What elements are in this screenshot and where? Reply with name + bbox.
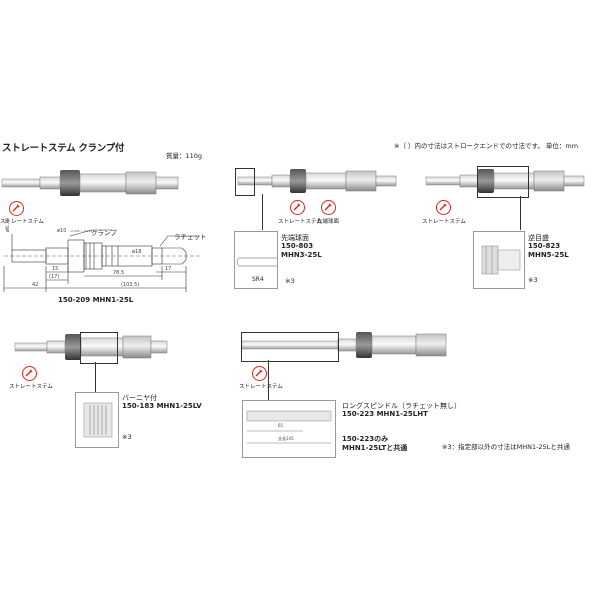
dim-stem-diameter: ø6.35 (5, 217, 11, 232)
micrometer-image-183 (14, 334, 168, 360)
section-title: ストレートステム クランプ付 (2, 143, 125, 154)
straight-stem-icon (290, 200, 305, 215)
variant-823-model: MHN5-25L (528, 251, 569, 259)
main-technical-drawing (3, 229, 200, 292)
tool-icon-glyph (439, 203, 447, 211)
leader-line-223 (268, 360, 269, 400)
dim-17-stroke: (17) (49, 274, 60, 280)
dim-barrel-diameter: ø18 (132, 249, 142, 255)
sr4-label: SR4 (252, 276, 264, 283)
variant-803-note: ※3 (285, 277, 295, 285)
tool-icon-glyph (255, 369, 263, 377)
micrometer-image-823 (425, 169, 585, 193)
footnote: ※3：指定部以外の寸法はMHN1-25Lと共通 (442, 443, 570, 451)
variant-223-label: ロングスピンドル（ラチェット無し） (342, 402, 461, 410)
tool-icon-glyph (25, 369, 33, 377)
dim-clamp-diameter: ø10 (57, 228, 67, 234)
variant-823-note: ※3 (528, 276, 538, 284)
detail-box-223 (242, 400, 336, 458)
straight-stem-icon-label: ストレートステム (422, 219, 466, 225)
dimension-note: ※（ ）内の寸法はストロークエンドでの寸法です。 単位：mm (394, 142, 579, 150)
variant-223-only-line1: 150-223のみ (342, 435, 389, 443)
straight-stem-icon (252, 366, 267, 381)
straight-stem-icon (22, 366, 37, 381)
main-model-number: 150-209 MHN1-25L (58, 296, 134, 304)
variant-183-code-model: 150-183 MHN1-25LV (122, 402, 202, 410)
variant-183-note: ※3 (122, 433, 132, 441)
leader-line-803 (262, 194, 263, 230)
dim-15: 15 (52, 266, 59, 272)
dim-42: 42 (32, 282, 39, 288)
dim-65: 65 (278, 423, 284, 428)
tool-icon-glyph (12, 204, 20, 212)
tool-icon-glyph (324, 203, 332, 211)
variant-183-label: バーニヤ付 (122, 394, 157, 402)
variant-823-label: 逆目盛 (528, 234, 549, 242)
variant-803-model: MHN3-25L (281, 251, 322, 259)
mass-label: 質量：110g (166, 152, 203, 160)
ratchet-label: ラチェット (174, 233, 207, 241)
leader-line-183 (95, 362, 96, 392)
dim-145: 全長145 (278, 436, 294, 441)
tool-icon-glyph (293, 203, 301, 211)
spherical-tip-icon-label: 先端球面 (317, 219, 340, 225)
variant-223-code-model: 150-223 MHN1-25LHT (342, 410, 428, 418)
straight-stem-icon (436, 200, 451, 215)
variant-223-only-line2: MHN1-25LTと共通 (342, 444, 408, 452)
micrometer-image-803 (237, 169, 397, 193)
highlight-frame-823 (477, 166, 529, 198)
variant-803-code: 150-803 (281, 242, 314, 250)
straight-stem-icon-label: ストレートステム (278, 219, 322, 225)
dim-78-5: 78.5 (113, 270, 125, 276)
highlight-frame-803 (235, 168, 255, 196)
highlight-frame-183 (80, 332, 118, 364)
straight-stem-icon-label: ストレートステム (0, 219, 44, 225)
highlight-frame-223 (241, 332, 339, 362)
dim-clamp-tolerance: -0.005 / -0.015 (70, 229, 93, 233)
micrometer-image-main (1, 170, 179, 196)
detail-box-803 (234, 231, 278, 289)
micrometer-image-223 (241, 332, 447, 358)
variant-803-label: 先端球面 (281, 234, 309, 242)
variant-823-code: 150-823 (528, 242, 561, 250)
leader-line-823 (520, 196, 521, 230)
straight-stem-icon (9, 201, 24, 216)
straight-stem-icon-label: ストレートステム (239, 384, 283, 390)
detail-box-183 (75, 392, 119, 448)
straight-stem-icon-label: ストレートステム (9, 384, 53, 390)
clamp-label: クランプ (91, 229, 117, 237)
spherical-tip-icon (321, 200, 336, 215)
dim-103-5: (103.5) (121, 282, 140, 288)
dim-17: 17 (165, 266, 172, 272)
detail-box-823 (473, 231, 525, 289)
